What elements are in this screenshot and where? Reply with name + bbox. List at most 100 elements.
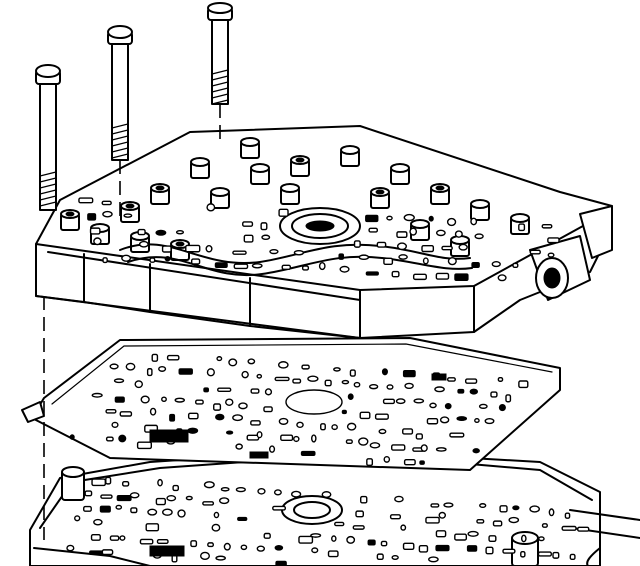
- pattern-hole: [430, 503, 440, 508]
- pattern-hole: [320, 423, 326, 431]
- pattern-hole: [202, 501, 215, 506]
- pattern-hole: [83, 505, 92, 512]
- pattern-hole: [91, 392, 103, 398]
- pattern-hole: [365, 271, 379, 276]
- pattern-hole: [420, 444, 428, 452]
- pattern-hole: [415, 433, 423, 440]
- pattern-hole: [238, 402, 248, 410]
- pattern-hole: [137, 228, 146, 236]
- valve-spool-cap: [210, 187, 230, 197]
- pattern-hole: [237, 516, 248, 522]
- pattern-hole: [155, 229, 167, 236]
- pattern-hole: [278, 417, 289, 425]
- pattern-hole: [281, 264, 292, 270]
- pattern-hole: [541, 224, 553, 229]
- pattern-hole: [443, 502, 454, 508]
- pattern-hole: [220, 486, 230, 492]
- pattern-hole: [402, 428, 414, 435]
- pattern-hole: [352, 525, 365, 530]
- pattern-hole: [301, 364, 310, 370]
- pattern-hole: [119, 411, 133, 417]
- pattern-hole: [300, 450, 316, 456]
- pattern-hole: [291, 490, 302, 498]
- pattern-hole: [428, 215, 434, 222]
- pattern-hole: [175, 230, 185, 235]
- pattern-hole: [358, 254, 370, 261]
- pattern-hole: [311, 547, 319, 554]
- pattern-hole: [213, 403, 222, 411]
- pattern-hole: [338, 253, 345, 260]
- pattern-hole: [426, 417, 439, 425]
- pattern-hole: [250, 388, 260, 394]
- pattern-hole: [402, 542, 415, 550]
- pattern-hole: [485, 546, 494, 555]
- pattern-hole: [552, 551, 560, 559]
- pattern-hole: [280, 434, 294, 442]
- pattern-hole: [505, 394, 512, 403]
- pattern-hole: [130, 507, 138, 514]
- pattern-hole: [391, 270, 400, 278]
- pattern-hole: [529, 249, 541, 255]
- pattern-hole: [434, 386, 445, 393]
- pattern-hole: [428, 556, 439, 563]
- pattern-hole: [327, 550, 339, 558]
- pattern-hole: [273, 489, 282, 496]
- pattern-hole: [109, 363, 119, 370]
- pattern-hole: [349, 369, 356, 377]
- pattern-hole: [469, 388, 479, 395]
- pattern-hole: [374, 413, 389, 420]
- valve-spool-bore: [435, 185, 445, 191]
- pattern-hole: [125, 362, 136, 371]
- pattern-hole: [418, 544, 429, 553]
- pattern-hole: [102, 210, 113, 218]
- pattern-hole: [277, 361, 289, 369]
- pattern-hole: [256, 545, 266, 552]
- pattern-hole: [206, 368, 215, 377]
- pattern-hole: [456, 416, 468, 422]
- valve-spool-cap: [240, 137, 260, 147]
- pattern-hole: [241, 370, 249, 379]
- pattern-hole: [264, 388, 273, 396]
- pattern-hole: [547, 237, 560, 244]
- bolt-right: [207, 2, 233, 105]
- pattern-hole: [307, 375, 319, 382]
- valve-spool-cap: [190, 157, 210, 167]
- bolt-left: [35, 64, 61, 211]
- pattern-hole: [346, 422, 357, 431]
- pattern-hole: [347, 393, 354, 401]
- pattern-hole: [365, 214, 379, 223]
- pattern-hole: [93, 237, 102, 246]
- pattern-hole: [119, 535, 126, 541]
- pattern-hole: [102, 257, 108, 264]
- pattern-hole: [122, 480, 130, 487]
- pattern-hole: [206, 203, 216, 212]
- pattern-hole: [190, 258, 201, 265]
- pattern-hole: [529, 505, 540, 513]
- valve-spool-bore: [125, 203, 135, 209]
- pattern-hole: [389, 514, 402, 520]
- pattern-hole: [269, 445, 276, 453]
- pattern-hole: [275, 560, 287, 566]
- pattern-hole: [360, 495, 368, 504]
- pattern-hole: [346, 535, 356, 544]
- pattern-hole: [274, 376, 290, 382]
- pattern-hole: [446, 377, 456, 382]
- pattern-hole: [129, 492, 140, 499]
- pattern-hole: [359, 411, 371, 420]
- pattern-hole: [69, 434, 75, 440]
- solenoid-connector: [529, 205, 613, 301]
- pattern-hole: [367, 539, 376, 546]
- pattern-hole: [155, 497, 166, 506]
- pattern-hole: [161, 396, 167, 403]
- pattern-hole: [318, 261, 326, 271]
- pattern-hole: [260, 222, 268, 231]
- spacer-plate-gasket: [21, 337, 561, 471]
- pattern-hole: [458, 243, 468, 251]
- pattern-hole: [157, 478, 163, 487]
- gasket-dark-slot: [149, 429, 189, 443]
- pattern-hole: [195, 399, 204, 405]
- pattern-hole: [470, 217, 478, 226]
- pattern-hole: [301, 265, 310, 271]
- pattern-hole: [435, 272, 450, 280]
- pattern-hole: [214, 262, 228, 269]
